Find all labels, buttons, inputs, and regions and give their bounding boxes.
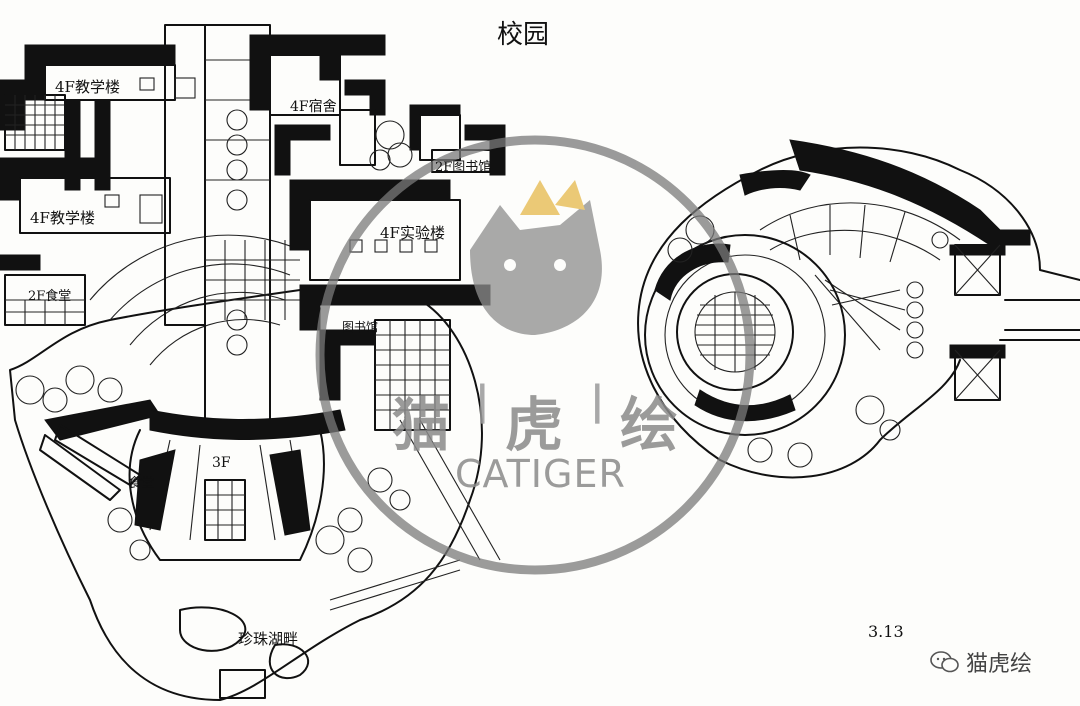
watermark-logo [315,135,755,575]
watermark-en: CATIGER [455,452,626,496]
label-building-mid: 4F实验楼 [380,224,445,242]
date-signature: 3.13 [868,622,904,641]
label-dining: 食堂 [128,476,155,491]
watermark-divider-1: | [475,378,490,424]
wechat-icon [930,651,959,673]
account-name: 猫虎绘 [966,652,1033,677]
label-small: 图书馆 [342,320,379,334]
label-building-n: 4F宿舍 [290,99,337,115]
watermark-cn-1: 猫 [392,391,453,459]
watermark-divider-2: | [590,378,605,424]
label-garden: 珍珠湖畔 [238,630,299,648]
label-arc-building: 3F [212,455,231,471]
account-badge: 猫虎绘 [930,646,1032,678]
drawing-title: 校园 [497,20,550,50]
watermark-cn-2: 虎 [505,391,564,459]
label-building-sw: 2F食堂 [28,289,72,304]
label-building-w: 4F教学楼 [30,209,95,227]
watermark-cn-3: 绘 [620,391,679,459]
label-building-nw: 4F教学楼 [55,78,120,96]
label-building-ne: 2F图书馆 [435,160,492,175]
